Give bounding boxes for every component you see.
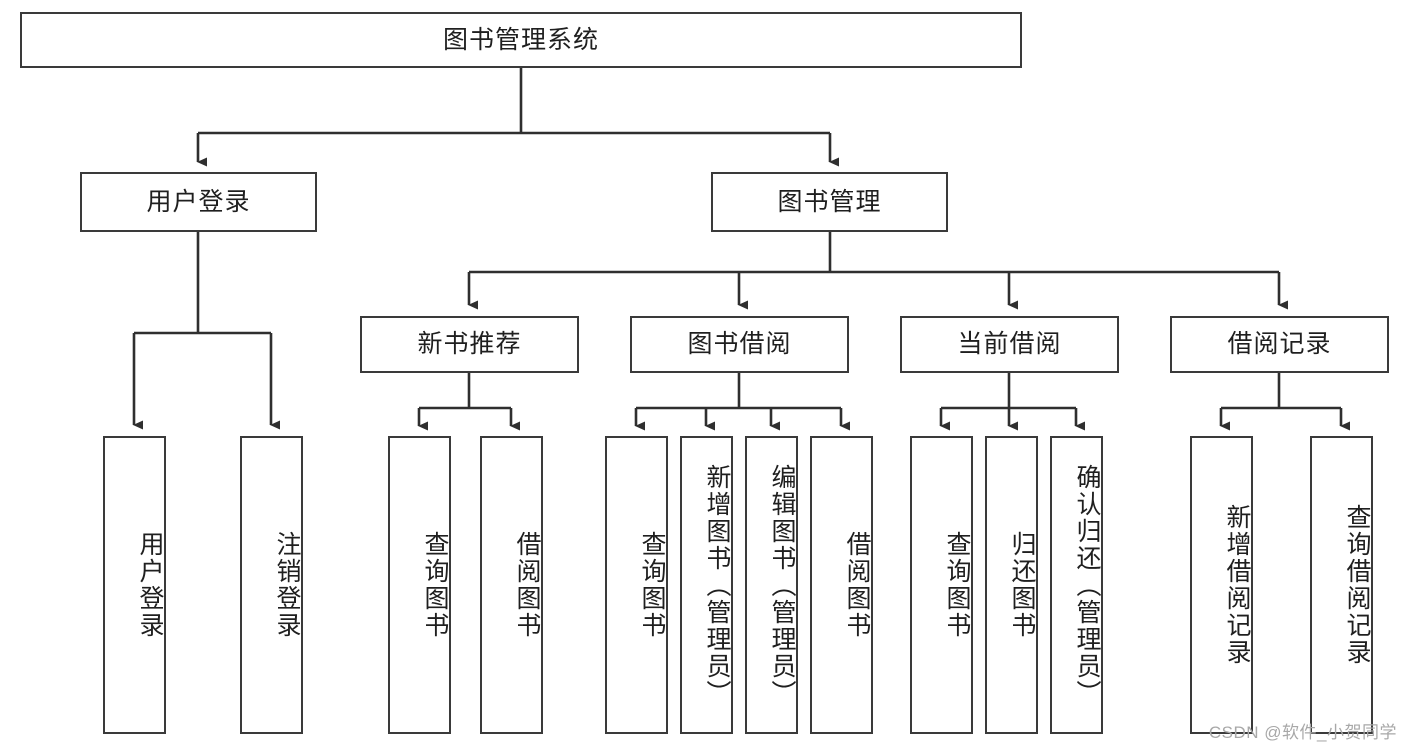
node-user-login[interactable]: 用户登录	[80, 172, 317, 232]
node-label: 查询图书	[638, 531, 666, 639]
node-label: 图书管理	[777, 187, 882, 216]
leaf-user-logout[interactable]: 注销登录	[240, 436, 303, 734]
node-label: 借阅图书	[843, 531, 871, 639]
leaf-edit-book[interactable]: 编辑图书（管理员）	[745, 436, 798, 734]
leaf-query-book-1[interactable]: 查询图书	[388, 436, 451, 734]
node-label: 新增图书（管理员）	[703, 463, 731, 707]
node-label: 借阅记录	[1227, 330, 1332, 358]
node-book-management[interactable]: 图书管理	[711, 172, 948, 232]
leaf-borrow-book-2[interactable]: 借阅图书	[810, 436, 873, 734]
leaf-borrow-book-1[interactable]: 借阅图书	[480, 436, 543, 734]
leaf-return-book[interactable]: 归还图书	[985, 436, 1038, 734]
node-label: 新增借阅记录	[1223, 504, 1251, 666]
node-label: 编辑图书（管理员）	[768, 463, 796, 707]
leaf-confirm-return[interactable]: 确认归还（管理员）	[1050, 436, 1103, 734]
node-label: 图书借阅	[687, 330, 792, 358]
leaf-user-login[interactable]: 用户登录	[103, 436, 166, 734]
csdn-watermark: CSDN @软件_小贺同学	[1208, 723, 1397, 742]
leaf-query-record[interactable]: 查询借阅记录	[1310, 436, 1373, 734]
leaf-add-book[interactable]: 新增图书（管理员）	[680, 436, 733, 734]
node-book-management-system[interactable]: 图书管理系统	[20, 12, 1022, 68]
node-label: 新书推荐	[417, 330, 522, 358]
node-label: 用户登录	[136, 531, 164, 639]
node-label: 借阅图书	[513, 531, 541, 639]
node-label: 当前借阅	[957, 330, 1062, 358]
node-label: 查询图书	[943, 531, 971, 639]
node-borrow-record[interactable]: 借阅记录	[1170, 316, 1389, 373]
node-label: 图书管理系统	[442, 25, 599, 54]
leaf-add-record[interactable]: 新增借阅记录	[1190, 436, 1253, 734]
node-label: 确认归还（管理员）	[1073, 463, 1101, 707]
node-label: 归还图书	[1008, 531, 1036, 639]
leaf-query-book-2[interactable]: 查询图书	[605, 436, 668, 734]
node-new-book-recommend[interactable]: 新书推荐	[360, 316, 579, 373]
node-book-borrow[interactable]: 图书借阅	[630, 316, 849, 373]
node-label: 查询借阅记录	[1343, 504, 1371, 666]
node-current-borrow[interactable]: 当前借阅	[900, 316, 1119, 373]
leaf-query-book-3[interactable]: 查询图书	[910, 436, 973, 734]
node-label: 用户登录	[146, 187, 251, 216]
node-label: 注销登录	[273, 531, 301, 639]
node-label: 查询图书	[421, 531, 449, 639]
